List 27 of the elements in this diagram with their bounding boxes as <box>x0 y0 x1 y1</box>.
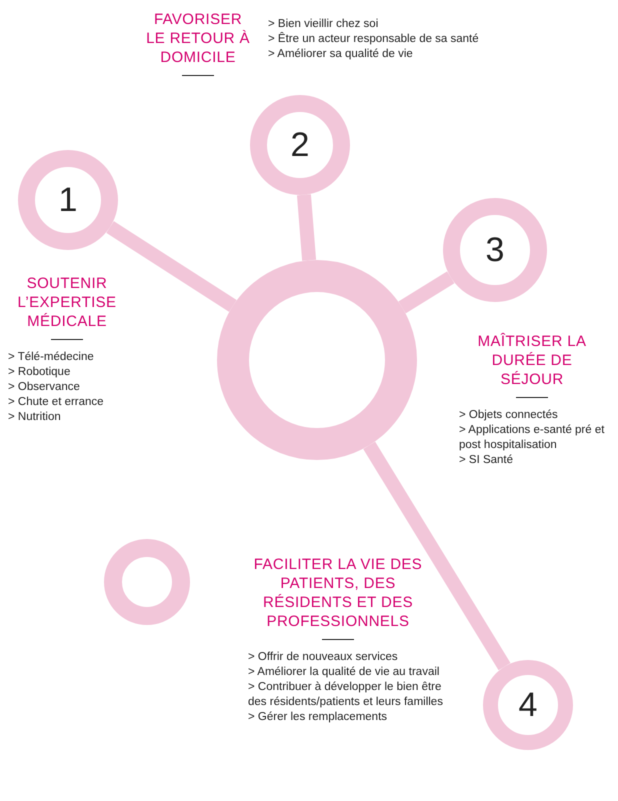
list-item: > Gérer les remplacements <box>248 710 388 725</box>
list-item: > Bien vieillir chez soi <box>268 17 380 32</box>
list-item: > Objets connectés <box>459 408 559 423</box>
connector-line <box>106 221 237 312</box>
list-item: > Améliorer sa qualité de vie <box>268 47 414 62</box>
list-item: > Contribuer à développer le bien être des résidents/patients et leurs familles <box>248 680 444 710</box>
list-item: > Être un acteur responsable de sa santé <box>268 32 480 47</box>
list-item: > Applications e-santé pré et post hospitalisation <box>459 423 606 453</box>
list-item: > Offrir de nouveaux services <box>248 650 399 665</box>
list-item: > Nutrition <box>8 410 62 425</box>
list-item: > Améliorer la qualité de vie au travail <box>248 665 440 680</box>
ring-number: 4 <box>518 688 538 722</box>
list-item: > Chute et errance <box>8 395 105 410</box>
list-item: > Télé-médecine <box>8 350 95 365</box>
list-item: > SI Santé <box>459 453 514 468</box>
section-heading: SOUTENIR L’EXPERTISE MÉDICALE <box>16 274 118 331</box>
list-item: > Robotique <box>8 365 72 380</box>
ring-number: 1 <box>58 183 78 217</box>
section-heading: FACILITER LA VIE DES PATIENTS, DES RÉSIDENTS ET DES PROFESSIONNELS <box>252 555 424 631</box>
ring-number: 2 <box>290 128 310 162</box>
section-heading: MAÎTRISER LA DURÉE DE SÉJOUR <box>476 332 588 389</box>
section-heading: FAVORISER LE RETOUR À DOMICILE <box>146 10 250 67</box>
ring-number: 3 <box>486 233 504 267</box>
list-item: > Observance <box>8 380 81 395</box>
connector-line <box>296 194 316 261</box>
connector-line <box>398 271 454 314</box>
connector-line <box>363 442 510 670</box>
